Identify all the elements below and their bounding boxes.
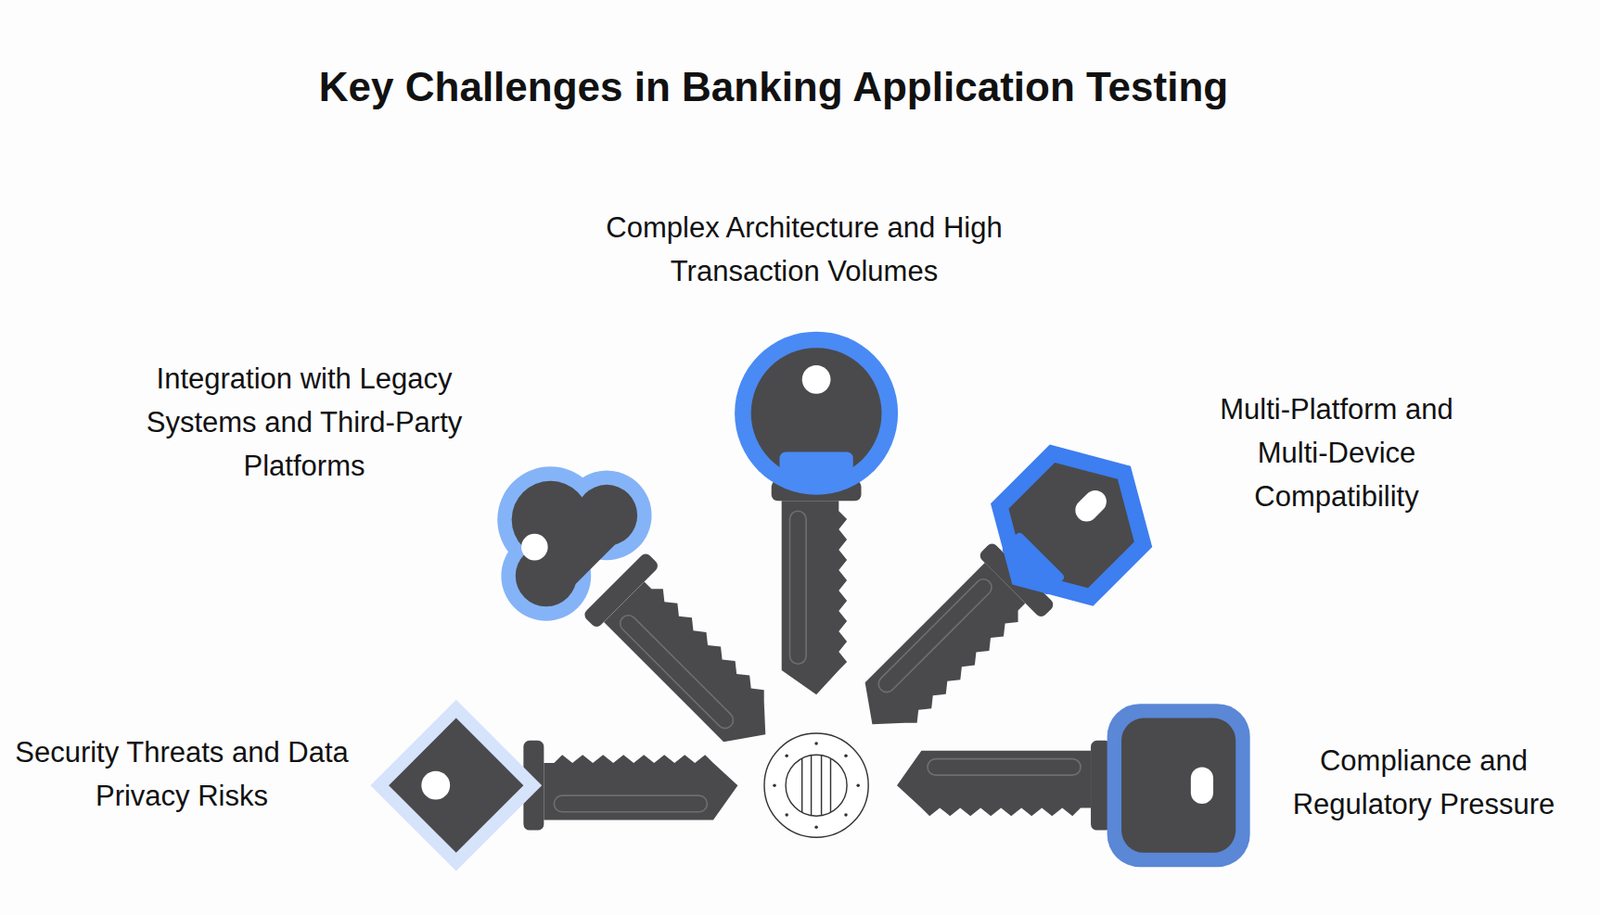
- challenge-label: Multi-Platform and Multi-Device Compatib…: [1202, 387, 1472, 519]
- challenge-label: Compliance and Regulatory Pressure: [1266, 739, 1582, 827]
- round-key: [734, 332, 898, 696]
- lock-symbol: [764, 733, 869, 838]
- challenge-label: Security Threats and Data Privacy Risks: [10, 730, 354, 819]
- challenge-label: Integration with Legacy Systems and Thir…: [123, 357, 486, 488]
- rounded-key: [896, 704, 1251, 868]
- challenge-label: Complex Architecture and High Transactio…: [590, 205, 1018, 294]
- diagram-title: Key Challenges in Banking Application Te…: [319, 63, 1229, 112]
- cloud-key: [450, 420, 828, 797]
- diamond-key: [370, 700, 738, 872]
